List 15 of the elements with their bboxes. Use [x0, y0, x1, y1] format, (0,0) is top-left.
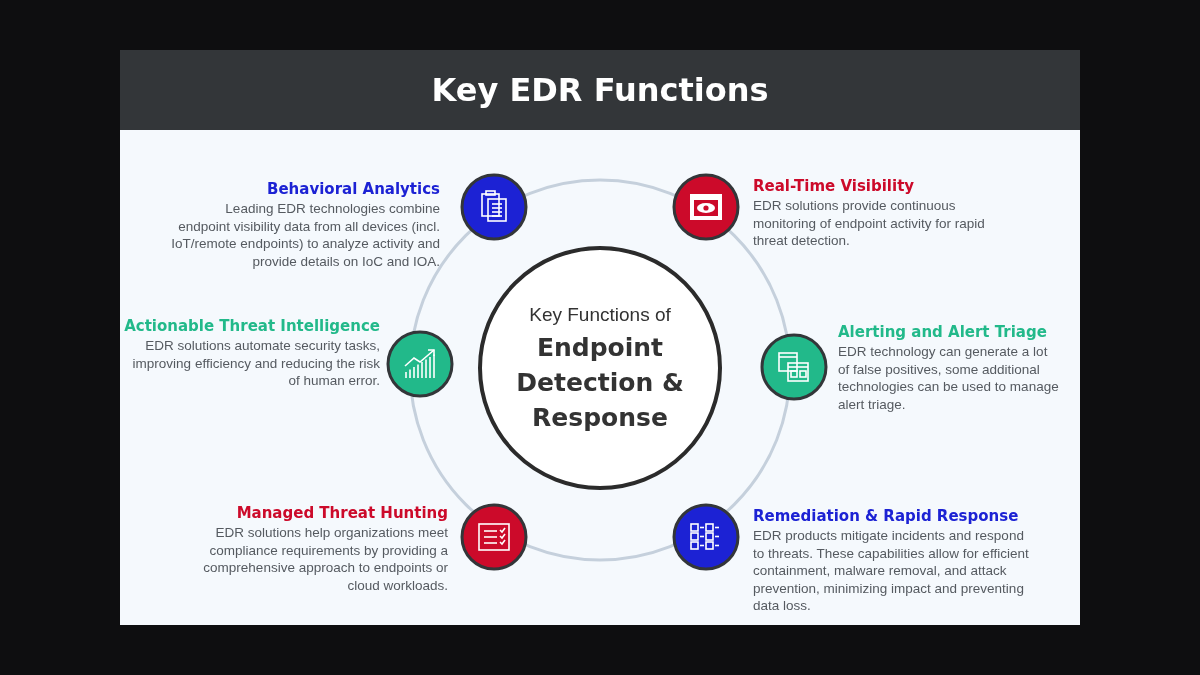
- center-heading: Endpoint Detection & Response: [515, 331, 685, 434]
- feature-description: Leading EDR technologies combine endpoint visibility data from all devices (incl. IoT/remote endpoints) to analyze activity and provide details on IoC and IOA.: [170, 200, 440, 270]
- feature-heading: Behavioral Analytics: [267, 179, 440, 200]
- feature-description: EDR technology can generate a lot of false positives, some additional technologies can be used to manage alert triage.: [838, 343, 1060, 413]
- feature-heading: Actionable Threat Intelligence: [124, 316, 380, 337]
- feature-heading: Real-Time Visibility: [753, 176, 915, 197]
- feature-description: EDR solutions provide continuous monitoring of endpoint activity for rapid threat detection.: [753, 197, 986, 250]
- feature-description: EDR solutions help organizations meet compliance requirements by providing a comprehensive approach to endpoints or cloud workloads.: [202, 524, 448, 594]
- feature-description: EDR solutions automate security tasks, improving efficiency and reducing the risk of human error.: [131, 337, 380, 390]
- feature-description: EDR products mitigate incidents and respond to threats. These capabilities allow for efficient containment, malware removal, and attack prevention, minimizing impact and preventing data loss.: [753, 527, 1030, 615]
- feature-heading: Managed Threat Hunting: [236, 503, 448, 524]
- center-subtitle: Key Functions of: [529, 302, 671, 327]
- feature-heading: Alerting and Alert Triage: [838, 322, 1047, 343]
- feature-heading: Remediation & Rapid Response: [753, 506, 1019, 527]
- title-text: Key EDR Functions: [430, 70, 770, 110]
